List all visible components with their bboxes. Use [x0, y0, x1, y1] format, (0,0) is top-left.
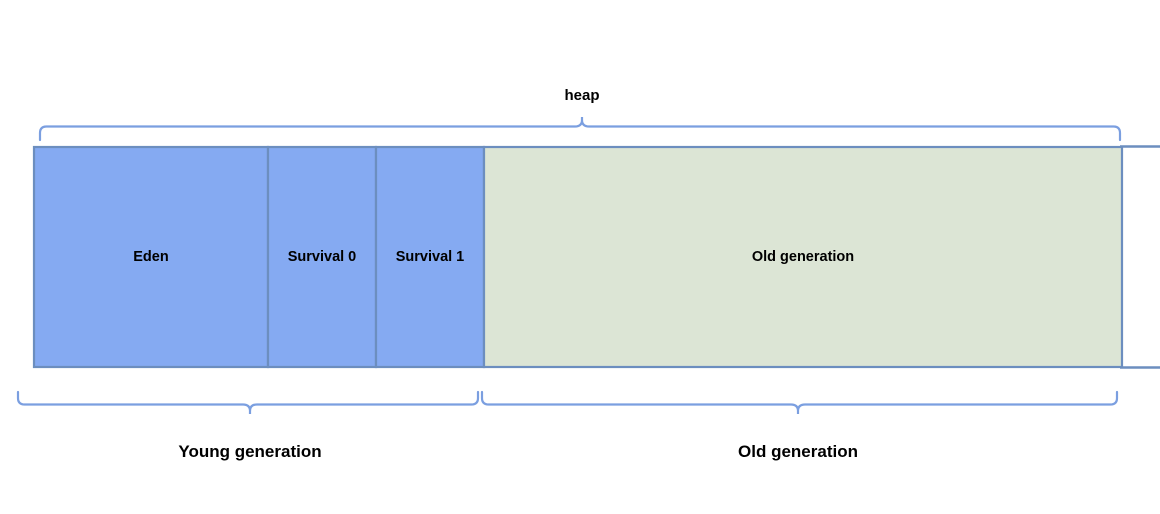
brace-old-generation-bottom-label-wrap: Old generation	[598, 438, 998, 464]
segment-eden-label: Eden	[133, 248, 169, 265]
brace-heap	[38, 117, 1122, 142]
segment-survival-0-label: Survival 0	[287, 248, 357, 265]
segment-survival-1[interactable]: Survival 1	[376, 147, 484, 367]
segment-old-generation-rect[interactable]	[482, 145, 1124, 369]
segment-eden-rect[interactable]	[32, 145, 270, 369]
segment-survival-1-label: Survival 1	[395, 248, 465, 265]
brace-old-generation-bottom-label: Old generation	[738, 441, 858, 461]
brace-heap-label: heap	[564, 86, 600, 104]
segment-survival-0[interactable]: Survival 0	[268, 147, 376, 367]
segment-eden[interactable]: Eden	[34, 147, 268, 367]
segment-old-generation[interactable]: Old generation	[484, 147, 1122, 367]
segment-survival-0-rect[interactable]	[266, 145, 378, 369]
segment-survival-1-rect[interactable]	[374, 145, 486, 369]
brace-heap-label-wrap: heap	[482, 83, 682, 107]
segment-old-generation-label: Old generation	[751, 248, 855, 265]
brace-young-generation-label-wrap: Young generation	[50, 438, 450, 464]
brace-young-generation-label: Young generation	[178, 441, 322, 461]
brace-old-generation	[480, 390, 1119, 414]
brace-young-generation	[16, 390, 480, 414]
